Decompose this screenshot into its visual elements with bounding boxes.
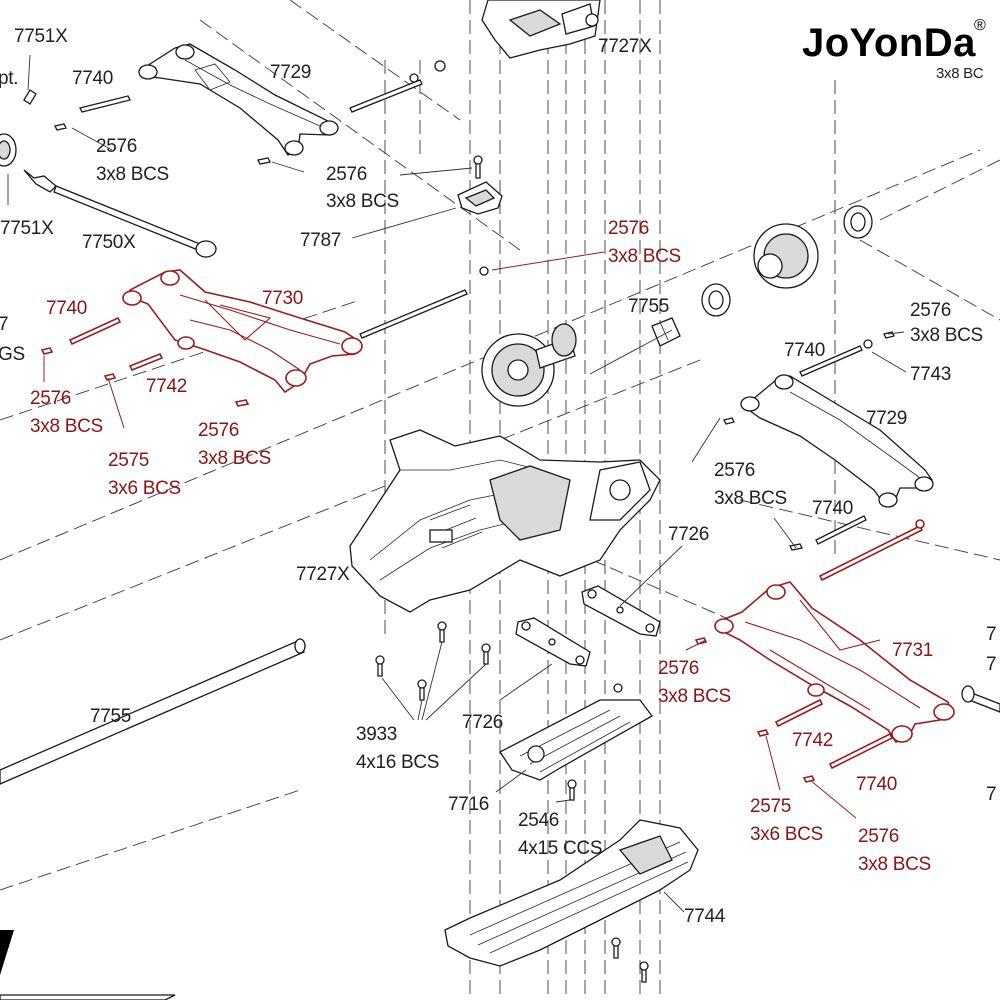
upper-arm-left: [138, 43, 340, 156]
screws-3933: [375, 621, 491, 701]
spur-gear-assembly: [481, 205, 873, 407]
part-label: 7730: [262, 288, 303, 309]
part-label: 7751X: [0, 218, 54, 239]
part-label: 7: [986, 784, 996, 805]
gear-cover-top: [481, 0, 601, 59]
part-label: 7787: [300, 230, 341, 251]
part-label: 7: [0, 314, 8, 335]
part-label: pt.: [0, 68, 18, 89]
part-label: 7750X: [82, 232, 136, 253]
part-label: 7751X: [14, 26, 68, 47]
part-label: 7740: [72, 68, 113, 89]
part-label: 7740: [784, 340, 825, 361]
partial-label: 3x8 BC: [936, 65, 984, 82]
part-label: GS: [0, 344, 25, 365]
part-label: 7727X: [598, 36, 652, 57]
part-label: 7727X: [296, 564, 350, 585]
part-label: 7742: [146, 376, 187, 397]
brand-logo: JoYonDa ® 3x8 BC: [790, 0, 1000, 82]
part-label: 7716: [448, 794, 489, 815]
brand-name: JoYonDa: [802, 21, 976, 65]
skid-7716: [499, 683, 653, 801]
upper-arm-right: [723, 331, 934, 551]
leader-lines: [7, 54, 907, 913]
lower-arm-7731-red: [694, 519, 955, 783]
part-label: 7744: [684, 906, 726, 927]
corner-graphic: [0, 930, 176, 1000]
brace-7726-upper: [581, 585, 661, 637]
part-7787: [457, 155, 503, 215]
brace-7726-lower: [515, 617, 591, 667]
driveshaft-left: [0, 89, 217, 258]
lower-arm-7730-red: [40, 269, 363, 407]
skid-plate-7744: [444, 819, 699, 983]
part-label: 7726: [462, 712, 503, 733]
part-label: 7729: [270, 62, 311, 83]
part-label: 7755: [628, 296, 669, 317]
part-label: 7743: [910, 364, 951, 385]
part-label: 7726: [668, 524, 709, 545]
part-label: 7755: [90, 706, 131, 727]
part-label: 7740: [812, 498, 853, 519]
part-label: 7: [986, 624, 996, 645]
part-label: 7742: [792, 730, 833, 751]
main-chassis: [349, 429, 661, 613]
part-label: 7740: [856, 774, 897, 795]
hinge-pin-long: [359, 266, 489, 339]
part-label: 7: [986, 654, 996, 675]
driveshaft-right-stub: [961, 685, 1000, 713]
pins-upper-left: [54, 60, 446, 165]
driveshaft-7755: [0, 638, 306, 785]
part-label: 7729: [866, 408, 907, 429]
part-label: 7731: [892, 640, 933, 661]
registered-mark: ®: [974, 17, 986, 34]
part-label: 7740: [46, 298, 87, 319]
